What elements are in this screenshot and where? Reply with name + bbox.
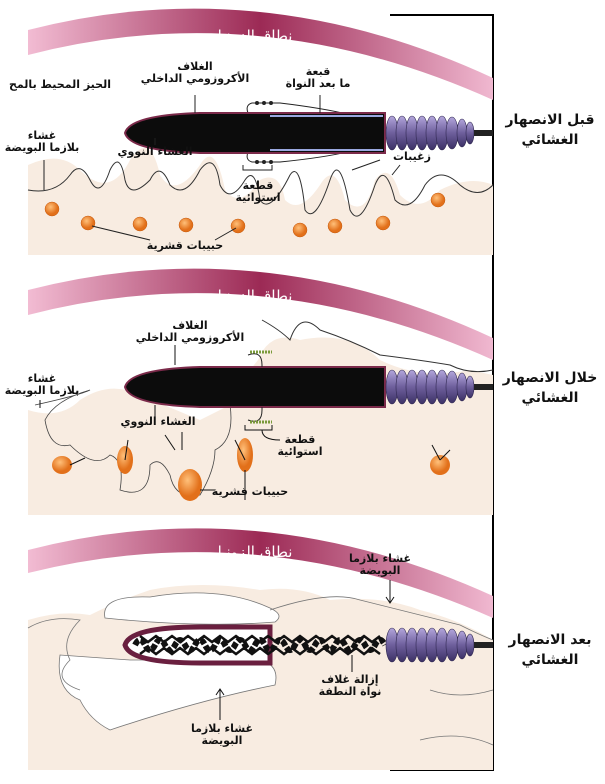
label-line: قطعة [284, 433, 316, 446]
label-line: غشاء [27, 372, 57, 385]
label-line: غشاء بلازما [348, 552, 412, 565]
panel-during-fusion [28, 268, 494, 515]
label-line: بلازما البويضة [4, 141, 80, 154]
label-line: الغلاف [172, 319, 208, 332]
label-line: قبعة [305, 65, 331, 78]
label-line: الغشائي [521, 652, 579, 668]
label-line: قبل الانصهار [505, 112, 595, 128]
label-line: بعد الانصهار [508, 632, 592, 648]
label-line: ما بعد النواة [285, 77, 351, 90]
panel-before-fusion [27, 8, 494, 255]
panel-after-fusion [27, 528, 494, 770]
label-line: الأكروزومي الداخلي [140, 72, 250, 85]
zona-label: نطاق الزونـا [217, 287, 293, 305]
stage-label-during: خلال الانصهار الغشائي [503, 368, 598, 408]
label-line: غشاء [27, 129, 57, 142]
stage-label-before: قبل الانصهار الغشائي [505, 110, 594, 150]
label-line: إزالة غلاف [321, 673, 379, 686]
label-line: الغشائي [521, 390, 579, 406]
label-line: الغشائي [521, 132, 579, 148]
nuclear-envelope-label: الغشاء النووي [117, 145, 193, 158]
label-line: الأكروزومي الداخلي [135, 331, 245, 344]
perivitelline-label: الحيز المحيط بالمح [9, 78, 111, 91]
label-line: خلال الانصهار [502, 370, 598, 386]
label-line: بلازما البويضة [4, 384, 80, 397]
cortical-granules-label: حبيبات قشرية [146, 239, 224, 252]
nuclear-envelope-label: الغشاء النووي [120, 415, 196, 428]
label-line: البويضة [201, 734, 243, 747]
stage-label-after: بعد الانصهار الغشائي [509, 630, 592, 670]
label-line: الغلاف [177, 60, 213, 73]
label-line: البويضة [359, 564, 401, 577]
microvilli-label: زغيبات [392, 150, 432, 163]
zona-label: نطاق الزونـا [217, 543, 293, 561]
label-line: استوائية [235, 191, 281, 204]
zona-label: نطاق الزونـا [217, 27, 293, 45]
label-line: غشاء بلازما [190, 722, 254, 735]
label-line: نواة النطفة [318, 685, 382, 698]
cortical-granules-label: حبيبات قشرية [211, 485, 289, 498]
label-line: قطعة [242, 179, 274, 192]
label-line: استوائية [277, 445, 323, 458]
